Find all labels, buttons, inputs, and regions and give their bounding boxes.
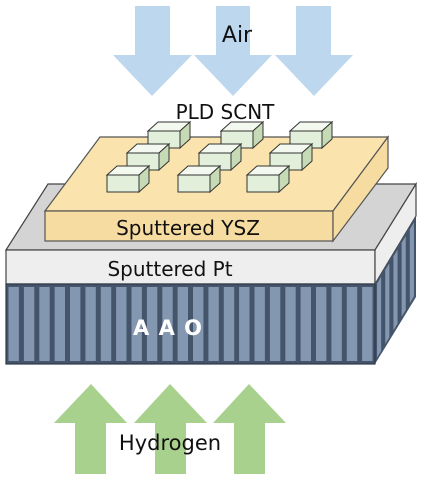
aao-pore — [116, 287, 127, 361]
aao-front-pores — [8, 287, 373, 361]
aao-pore — [208, 287, 219, 361]
aao-side-pores — [377, 222, 414, 358]
air-arrow-left — [113, 6, 192, 96]
aao-label: A A O — [133, 316, 203, 340]
aao-pore — [223, 287, 235, 361]
aao-pore — [193, 287, 204, 361]
scnt-cube — [105, 164, 151, 194]
hydrogen-label: Hydrogen — [119, 431, 221, 455]
aao-pore — [362, 287, 373, 361]
air-arrow-right — [275, 6, 353, 96]
aao-layer-front — [6, 284, 375, 364]
hydrogen-arrow-left — [54, 384, 127, 474]
aao-pore — [146, 287, 158, 361]
aao-pore — [285, 287, 296, 361]
aao-pore — [100, 287, 112, 361]
aao-pore — [254, 287, 265, 361]
aao-layer-outline — [5, 283, 376, 365]
aao-pore — [8, 287, 19, 361]
aao-pore — [23, 287, 35, 361]
aao-pore — [85, 287, 96, 361]
air-label: Air — [222, 23, 253, 48]
scnt-cubes — [105, 120, 334, 194]
ysz-layer-side — [332, 135, 389, 243]
aao-side-pore — [385, 263, 390, 344]
aao-pore — [331, 287, 342, 361]
aao-side-pore — [393, 249, 398, 331]
aao-pore — [269, 287, 281, 361]
scnt-cube — [176, 164, 222, 194]
aao-pore — [346, 287, 358, 361]
aao-side-pore — [377, 276, 382, 358]
air-arrow-middle — [194, 6, 272, 96]
scnt-cube — [146, 120, 192, 150]
aao-pore — [177, 287, 188, 361]
hydrogen-arrows — [54, 384, 286, 474]
pt-label: Sputtered Pt — [107, 257, 232, 281]
aao-pore — [316, 287, 327, 361]
aao-pore — [162, 287, 173, 361]
ysz-layer-front — [44, 210, 334, 242]
ysz-label: Sputtered YSZ — [116, 216, 260, 240]
hydrogen-arrow-right — [213, 384, 286, 474]
aao-pore — [70, 287, 81, 361]
aao-pore — [300, 287, 311, 361]
scnt-cube — [125, 142, 171, 172]
aao-pore — [131, 287, 142, 361]
air-arrows — [113, 6, 353, 96]
aao-layer: A A O — [5, 216, 416, 365]
aao-pore — [239, 287, 250, 361]
aao-pore — [39, 287, 50, 361]
aao-side-pore — [401, 236, 406, 317]
aao-pore — [54, 287, 65, 361]
hydrogen-arrow-middle — [134, 384, 207, 474]
pld-scnt-label: PLD SCNT — [176, 100, 276, 124]
scnt-cube — [245, 164, 291, 194]
aao-side-pore — [409, 222, 414, 304]
pt-layer-front — [5, 249, 376, 285]
